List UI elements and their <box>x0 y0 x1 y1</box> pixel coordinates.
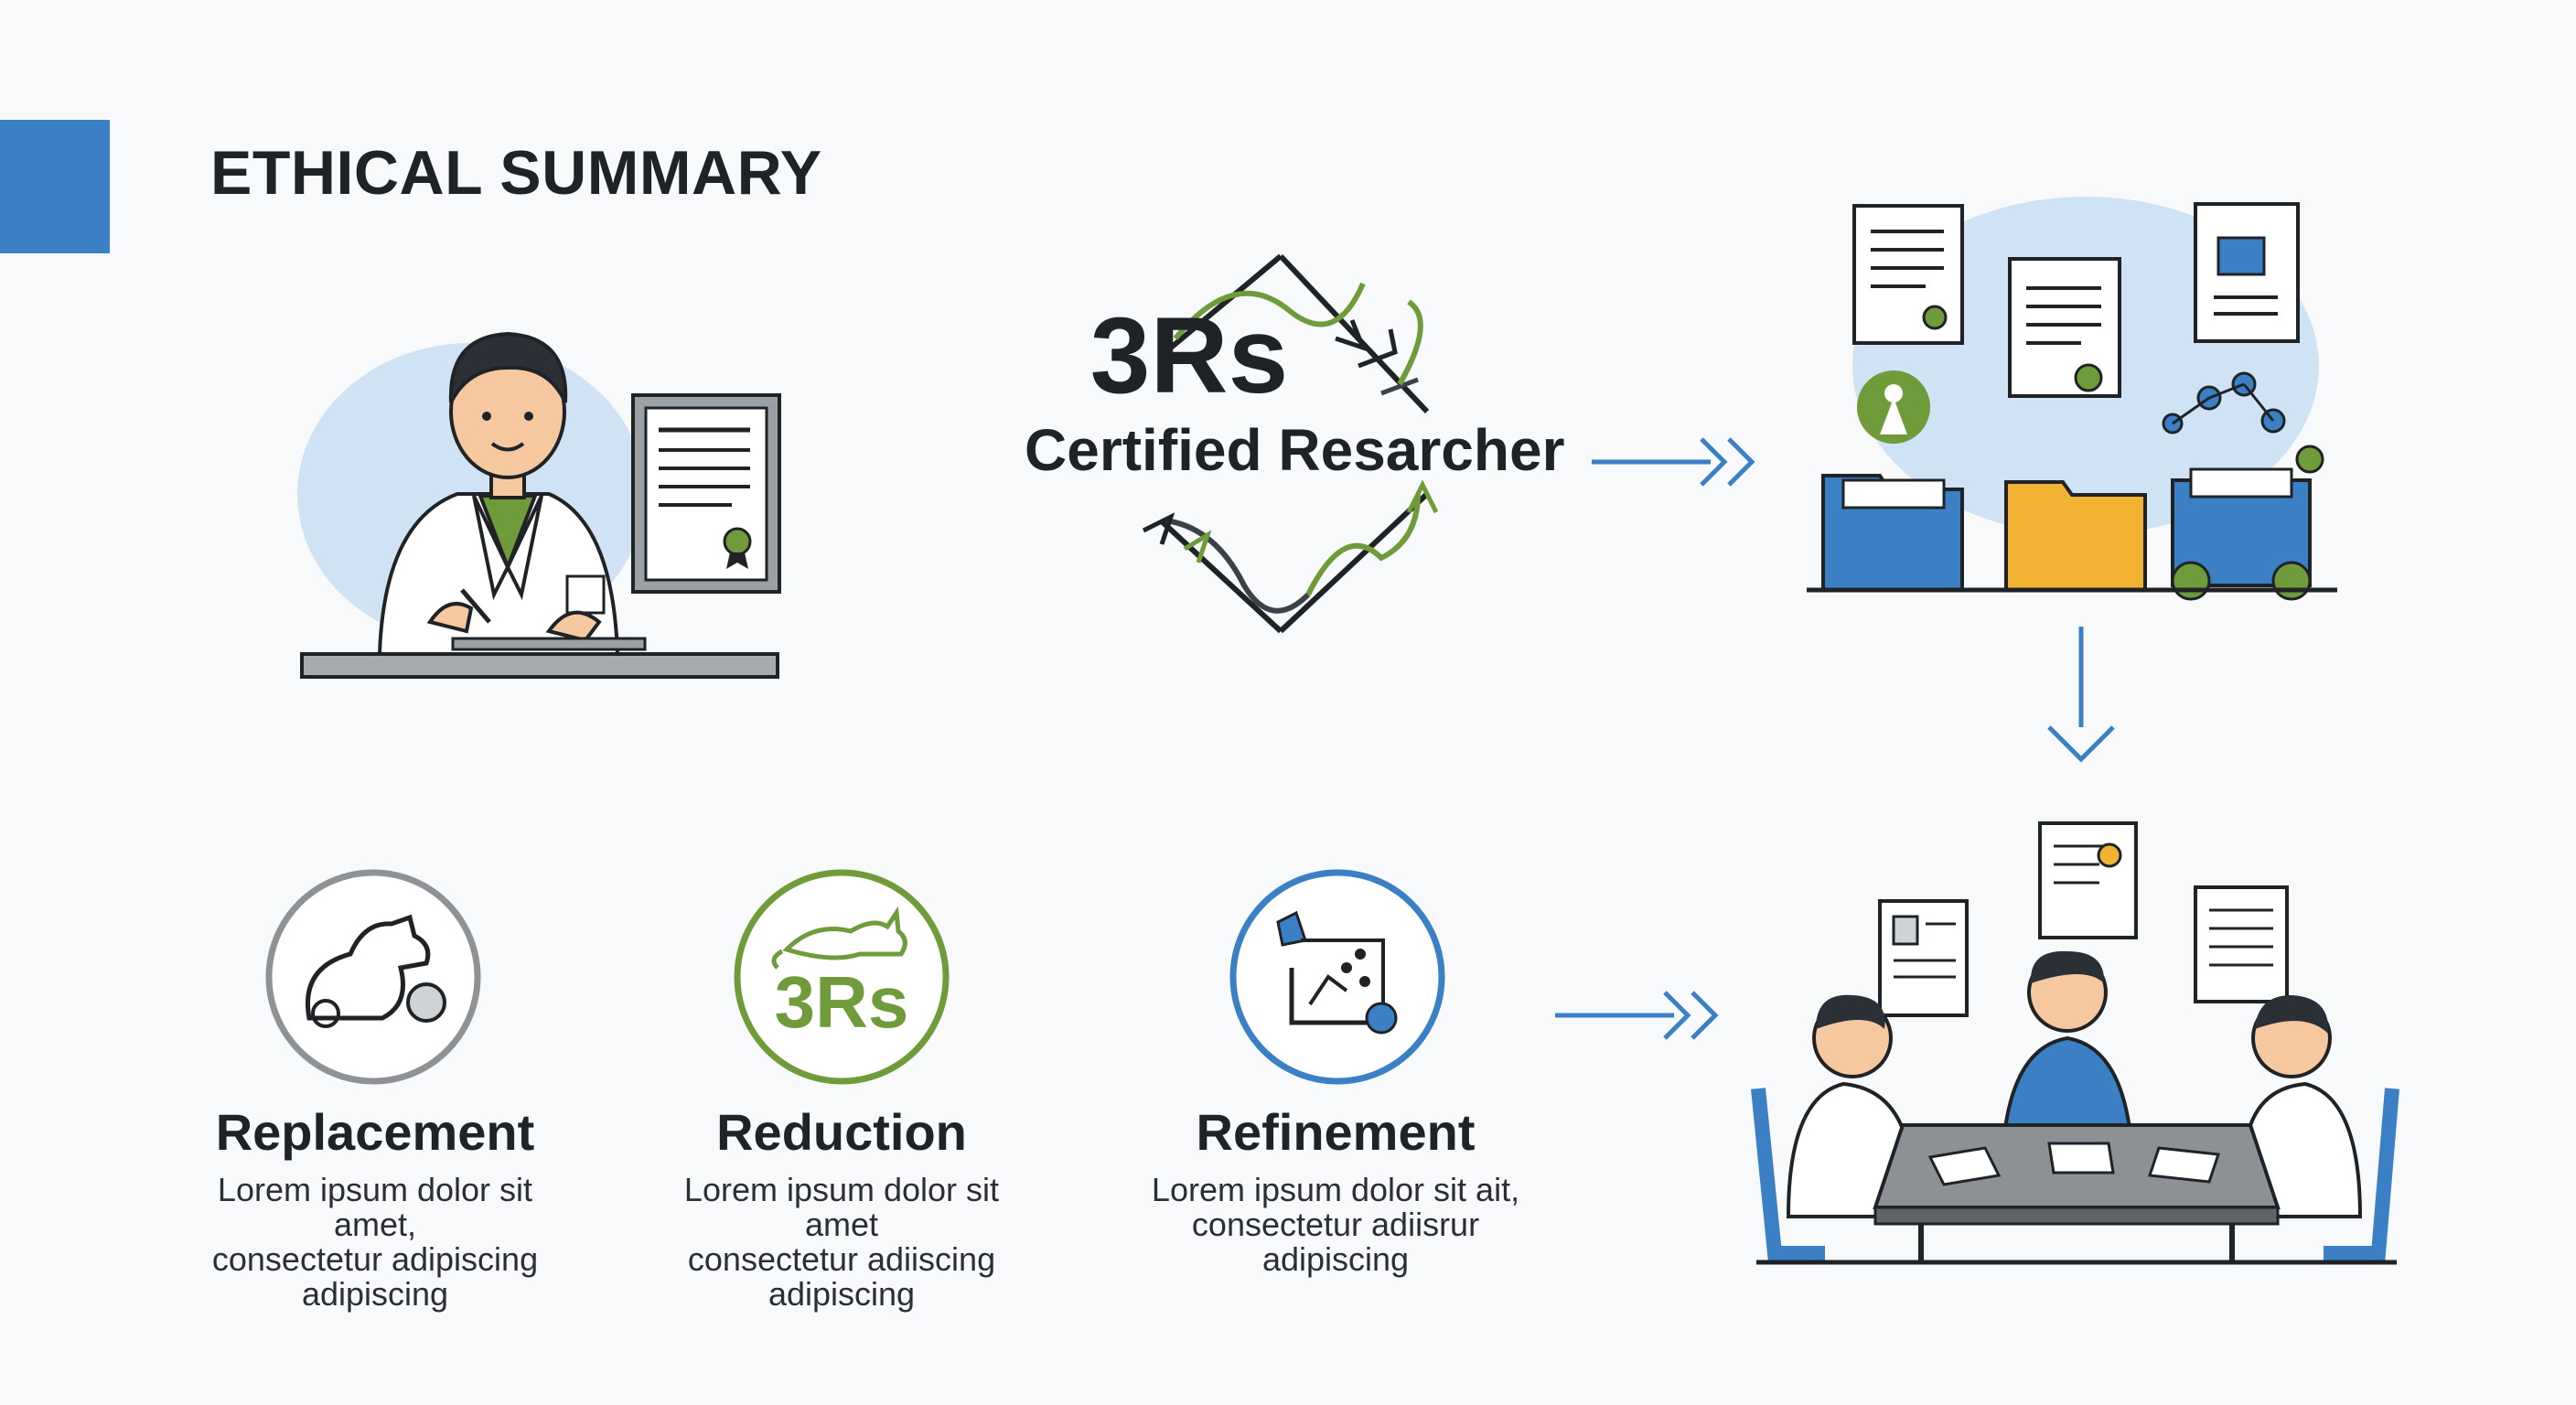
documents-folders-illustration <box>1807 197 2337 601</box>
pillar-description: Lorem ipsum dolor sit amet, consectetur … <box>183 1173 567 1312</box>
desc-line: adipiscing <box>767 1275 916 1313</box>
animal-icon <box>306 914 446 1028</box>
badge-big-text: 3Rs <box>1089 295 1289 416</box>
desc-line: adipiscing <box>1261 1240 1410 1278</box>
committee-meeting-illustration <box>1751 821 2399 1265</box>
pillar-title: Reduction <box>716 1103 967 1161</box>
desc-line: consectetur adiiscing <box>687 1240 996 1278</box>
pillar-title: Replacement <box>215 1103 535 1161</box>
desc-line: consectetur adiisrur <box>1191 1206 1480 1243</box>
3rs-badge-emblem <box>1142 253 1439 634</box>
pillar-replacement: Replacement Lorem ipsum dolor sit amet, … <box>183 1102 567 1312</box>
desc-line: adipiscing <box>301 1275 449 1313</box>
page-title: ETHICAL SUMMARY <box>210 138 822 208</box>
lab-chart-icon <box>1276 910 1398 1035</box>
desc-line: Lorem ipsum dolor sit amet, <box>217 1171 533 1243</box>
pillar-refinement: Refinement Lorem ipsum dolor sit ait, co… <box>1143 1102 1528 1277</box>
desc-line: Lorem ipsum dolor sit ait, <box>1151 1171 1520 1208</box>
pillar-reduction: Reduction Lorem ipsum dolor sit amet con… <box>649 1102 1034 1312</box>
arrow-right-icon <box>1592 437 1755 487</box>
arrow-down-icon <box>2047 627 2115 763</box>
desc-line: consectetur adipiscing <box>211 1240 539 1278</box>
3rs-icon-text: 3Rs <box>775 961 909 1043</box>
desc-line: Lorem ipsum dolor sit amet <box>683 1171 1000 1243</box>
3rs-mouse-icon <box>771 906 907 970</box>
pillar-description: Lorem ipsum dolor sit ait, consectetur a… <box>1143 1173 1528 1277</box>
pillar-title: Refinement <box>1196 1103 1476 1161</box>
arrow-right-icon <box>1555 991 1719 1040</box>
replacement-ring <box>265 869 481 1085</box>
pillar-description: Lorem ipsum dolor sit amet consectetur a… <box>649 1173 1034 1312</box>
reduction-ring: 3Rs <box>734 869 950 1085</box>
refinement-ring <box>1229 869 1445 1085</box>
researcher-illustration <box>297 331 781 679</box>
badge-small-text: Certified Resarcher <box>1025 417 1565 483</box>
accent-bar <box>0 120 110 253</box>
